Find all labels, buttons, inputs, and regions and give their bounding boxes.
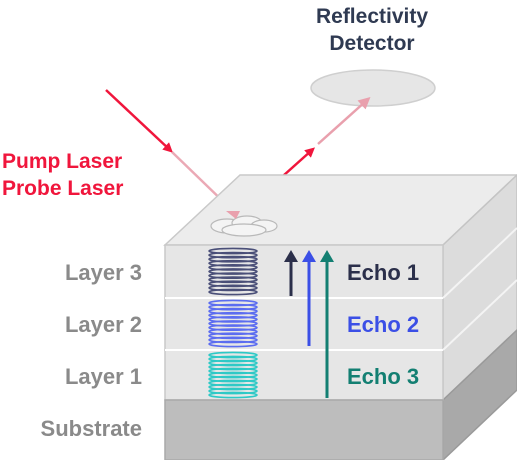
substrate-label: Substrate [40, 416, 142, 441]
layer1-wave-coil [208, 379, 258, 387]
layer1-wave-coil [208, 383, 258, 391]
layer-divider [442, 227, 517, 299]
layer3-wave-coil [208, 263, 258, 271]
layer2-wave-coil [208, 299, 258, 307]
pump-laser-label: Pump Laser [2, 150, 123, 173]
layer-divider [442, 279, 517, 351]
layer1-wave-coil [208, 367, 258, 375]
layer1-wave-coil [208, 375, 258, 383]
probe-laser-label: Probe Laser [2, 177, 124, 200]
echo2-label: Echo 2 [347, 312, 420, 337]
layer1-wave-coil [208, 359, 258, 367]
layer2-wave-coil [208, 307, 258, 315]
layer3-wave-coil [208, 255, 258, 263]
echo1-arrowhead [284, 250, 298, 262]
layer2-wave-coil [208, 328, 258, 336]
layer3-wave-coil [208, 259, 258, 267]
layer2-wave-coil [208, 336, 258, 344]
layer3-wave-coil [208, 247, 258, 255]
detector-label-line2: Detector [329, 32, 415, 55]
incoming-laser-beam [105, 89, 173, 153]
layer2-wave-coil [208, 340, 258, 348]
layer1-wave-coil [208, 363, 258, 371]
layer2-wave-coil [208, 303, 258, 311]
layer3-wave-coil [208, 272, 258, 279]
layer3-wave-coil [208, 288, 258, 296]
echo3-arrowhead [320, 250, 334, 262]
laser-impact-cloud [210, 215, 278, 237]
layer1-wave-coil [208, 351, 258, 359]
layer3-wave-coil [208, 280, 258, 288]
layer2-wave-coil [208, 320, 258, 327]
layer1-label: Layer 1 [64, 364, 142, 389]
layer2-wave-coil [208, 315, 258, 323]
echo3-label: Echo 3 [347, 364, 420, 389]
layer1-wave-coil [208, 371, 258, 379]
echo1-label: Echo 1 [347, 260, 420, 285]
reflected-laser-beam-faded [317, 96, 371, 145]
layer3-wave-coil [208, 276, 258, 284]
layer2-label: Layer 2 [64, 312, 142, 337]
layer2-wave-coil [208, 311, 258, 319]
echo2-arrowhead [302, 250, 316, 262]
layer2-wave-coil [208, 324, 258, 331]
substrate-front [164, 399, 444, 461]
acoustic-wave-coils [208, 247, 258, 399]
layer3-label: Layer 3 [64, 260, 142, 285]
layer1-wave-coil [208, 391, 258, 399]
layer1-wave-coil [208, 355, 258, 363]
detector-ellipse [310, 69, 436, 107]
layer3-wave-coil [208, 268, 258, 275]
layer1-wave-coil [208, 387, 258, 395]
layer3-wave-coil [208, 251, 258, 259]
layer3-wave-coil [208, 284, 258, 292]
detector-label-line1: Reflectivity [315, 5, 429, 28]
laser-impact-spot [226, 211, 240, 219]
layer2-wave-coil [208, 332, 258, 340]
